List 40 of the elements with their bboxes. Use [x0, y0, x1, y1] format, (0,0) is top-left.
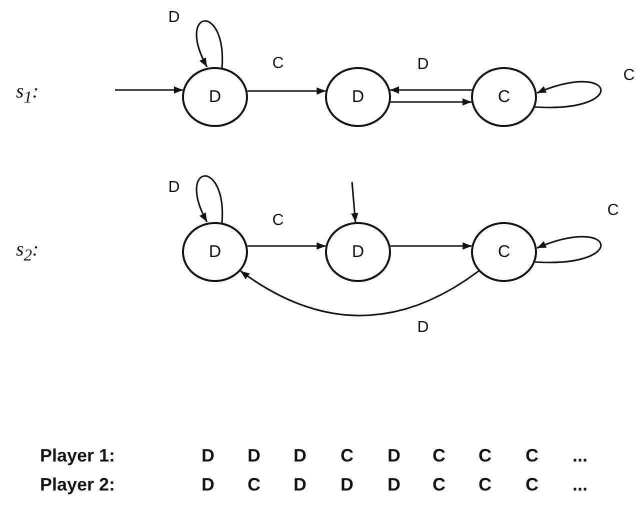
self-loop-arrow: [196, 175, 223, 223]
move-symbol: C: [248, 474, 260, 496]
move-symbol: C: [526, 446, 538, 466]
strategy-label: s$_{2}$:: [16, 238, 39, 266]
state-label: D: [208, 87, 222, 107]
transition-arrow: [115, 86, 183, 94]
transition-arrow: [240, 270, 479, 316]
state-label: C: [498, 87, 510, 107]
move-symbol: C: [340, 446, 354, 466]
self-loop-arrow: [534, 236, 602, 264]
move-symbol: C: [526, 474, 538, 496]
player-label: Player 2:: [40, 474, 116, 496]
transition-arrow: [390, 86, 472, 94]
move-symbol: D: [248, 446, 260, 466]
transition-arrow: [247, 87, 326, 95]
move-symbol: D: [388, 474, 400, 496]
state-label: C: [498, 242, 510, 262]
move-symbol: D: [202, 474, 214, 496]
transition-arrow: [390, 242, 472, 250]
move-symbol: C: [432, 446, 446, 466]
move-symbol: C: [432, 474, 446, 496]
state-label: D: [352, 87, 364, 107]
player-label: Player 1:: [40, 446, 116, 466]
state-label: D: [208, 242, 222, 262]
move-symbol: ...: [572, 446, 588, 466]
move-symbol: D: [340, 474, 354, 496]
move-symbol: D: [294, 474, 306, 496]
self-loop-arrow: [196, 20, 223, 68]
transition-arrow: [247, 242, 326, 250]
transition-arrow: [351, 182, 358, 222]
move-symbol: ...: [572, 474, 588, 496]
state-label: D: [352, 242, 364, 262]
move-symbol: D: [202, 446, 214, 466]
self-loop-arrow: [534, 80, 602, 108]
move-symbol: D: [388, 446, 400, 466]
move-symbol: D: [294, 446, 306, 466]
transition-arrow: [390, 98, 472, 106]
strategy-label: s$_{1}$:: [16, 80, 39, 108]
move-symbol: C: [478, 474, 492, 496]
move-symbol: C: [478, 446, 492, 466]
